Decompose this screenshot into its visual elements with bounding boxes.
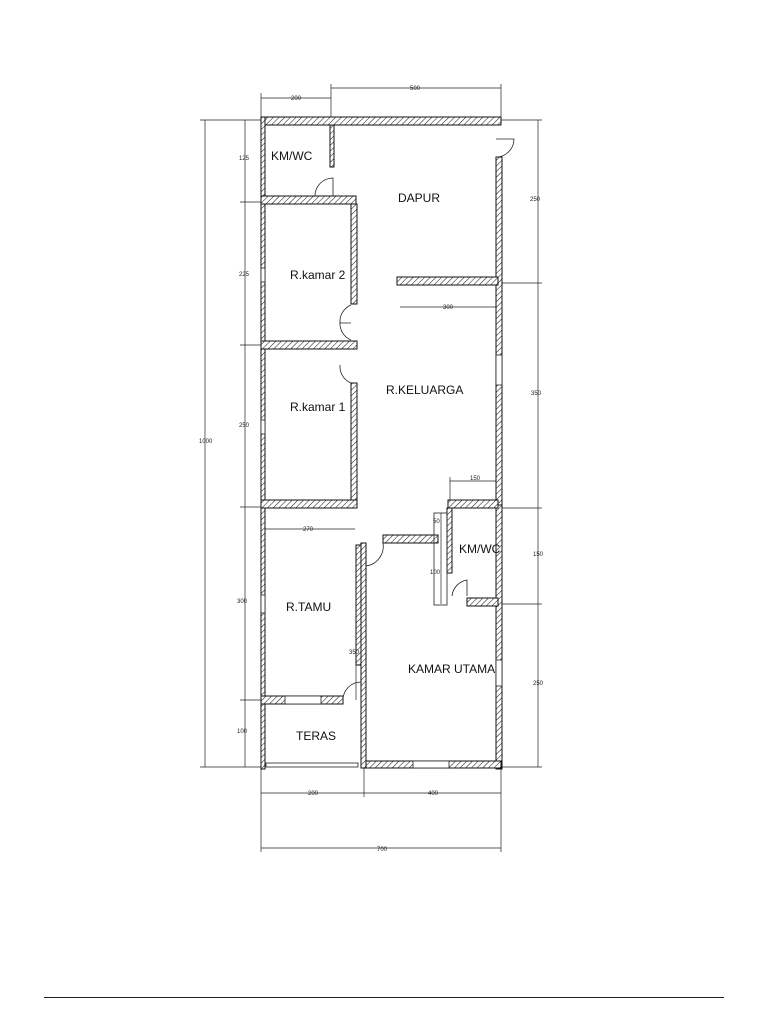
room-label-dapur: DAPUR bbox=[398, 191, 440, 205]
dim-right-keluarga: 350 bbox=[531, 391, 542, 397]
dim-right-dapur: 250 bbox=[530, 197, 541, 203]
dim-top-right: 500 bbox=[410, 86, 421, 92]
dim-bottom-left: 200 bbox=[308, 791, 319, 797]
wall-kmwc-right-bottom bbox=[466, 597, 499, 607]
room-label-kamar2: R.kamar 2 bbox=[290, 268, 346, 282]
dim-bottom-right: 400 bbox=[428, 791, 439, 797]
dim-top-left: 200 bbox=[291, 96, 302, 102]
wall-kmwc-right-top bbox=[447, 499, 499, 509]
room-label-kamar1: R.kamar 1 bbox=[290, 400, 346, 414]
dim-left-kamar1: 250 bbox=[239, 423, 250, 429]
room-label-teras: TERAS bbox=[296, 729, 336, 743]
wall-utama-left bbox=[360, 542, 367, 769]
windows bbox=[260, 267, 503, 769]
dim-right-utama: 250 bbox=[533, 681, 544, 687]
wall-right-upper bbox=[495, 156, 503, 506]
wall-left bbox=[260, 116, 266, 770]
dim-left-total: 1000 bbox=[199, 439, 213, 445]
dim-interior-dapur: 300 bbox=[443, 305, 454, 311]
wall-kamar1-bottom bbox=[260, 499, 358, 509]
dim-interior-tamu: 350 bbox=[349, 650, 360, 656]
dim-bottom-total: 700 bbox=[377, 847, 388, 853]
wall-utama-top bbox=[382, 534, 439, 544]
room-label-kmwc-right: KM/WC bbox=[459, 542, 501, 556]
wall-kamar2-top bbox=[260, 195, 357, 205]
wall-dapur-divider bbox=[396, 276, 499, 286]
room-label-tamu: R.TAMU bbox=[286, 600, 331, 614]
page-footer-rule bbox=[44, 997, 724, 998]
dim-right-kmwc: 150 bbox=[533, 552, 544, 558]
wall-kamar2-right bbox=[350, 203, 358, 305]
dim-left-kmwc: 125 bbox=[239, 156, 250, 162]
wall-top bbox=[260, 116, 502, 126]
room-label-kamar-utama: KAMAR UTAMA bbox=[408, 662, 495, 676]
dim-left-tamu: 300 bbox=[237, 599, 248, 605]
dim-left-teras: 100 bbox=[237, 729, 248, 735]
dim-interior-kmwc-50: 50 bbox=[433, 519, 440, 525]
room-label-keluarga: R.KELUARGA bbox=[386, 383, 463, 397]
dim-interior-kmwc-100: 100 bbox=[430, 570, 441, 576]
doors bbox=[314, 138, 515, 701]
wall-kmwc-top-side bbox=[329, 124, 335, 168]
wall-kamar-divider bbox=[260, 340, 358, 350]
dim-interior-kamar: 270 bbox=[303, 527, 314, 533]
wall-right-lower bbox=[495, 504, 503, 770]
room-label-kmwc-top: KM/WC bbox=[271, 149, 313, 163]
dim-interior-kmwc-width: 150 bbox=[470, 476, 481, 482]
dimension-lines bbox=[200, 84, 542, 852]
wall-kmwc-right-left bbox=[446, 507, 453, 574]
dim-left-kamar2: 225 bbox=[239, 272, 250, 278]
wall-kamar1-right bbox=[350, 382, 358, 502]
